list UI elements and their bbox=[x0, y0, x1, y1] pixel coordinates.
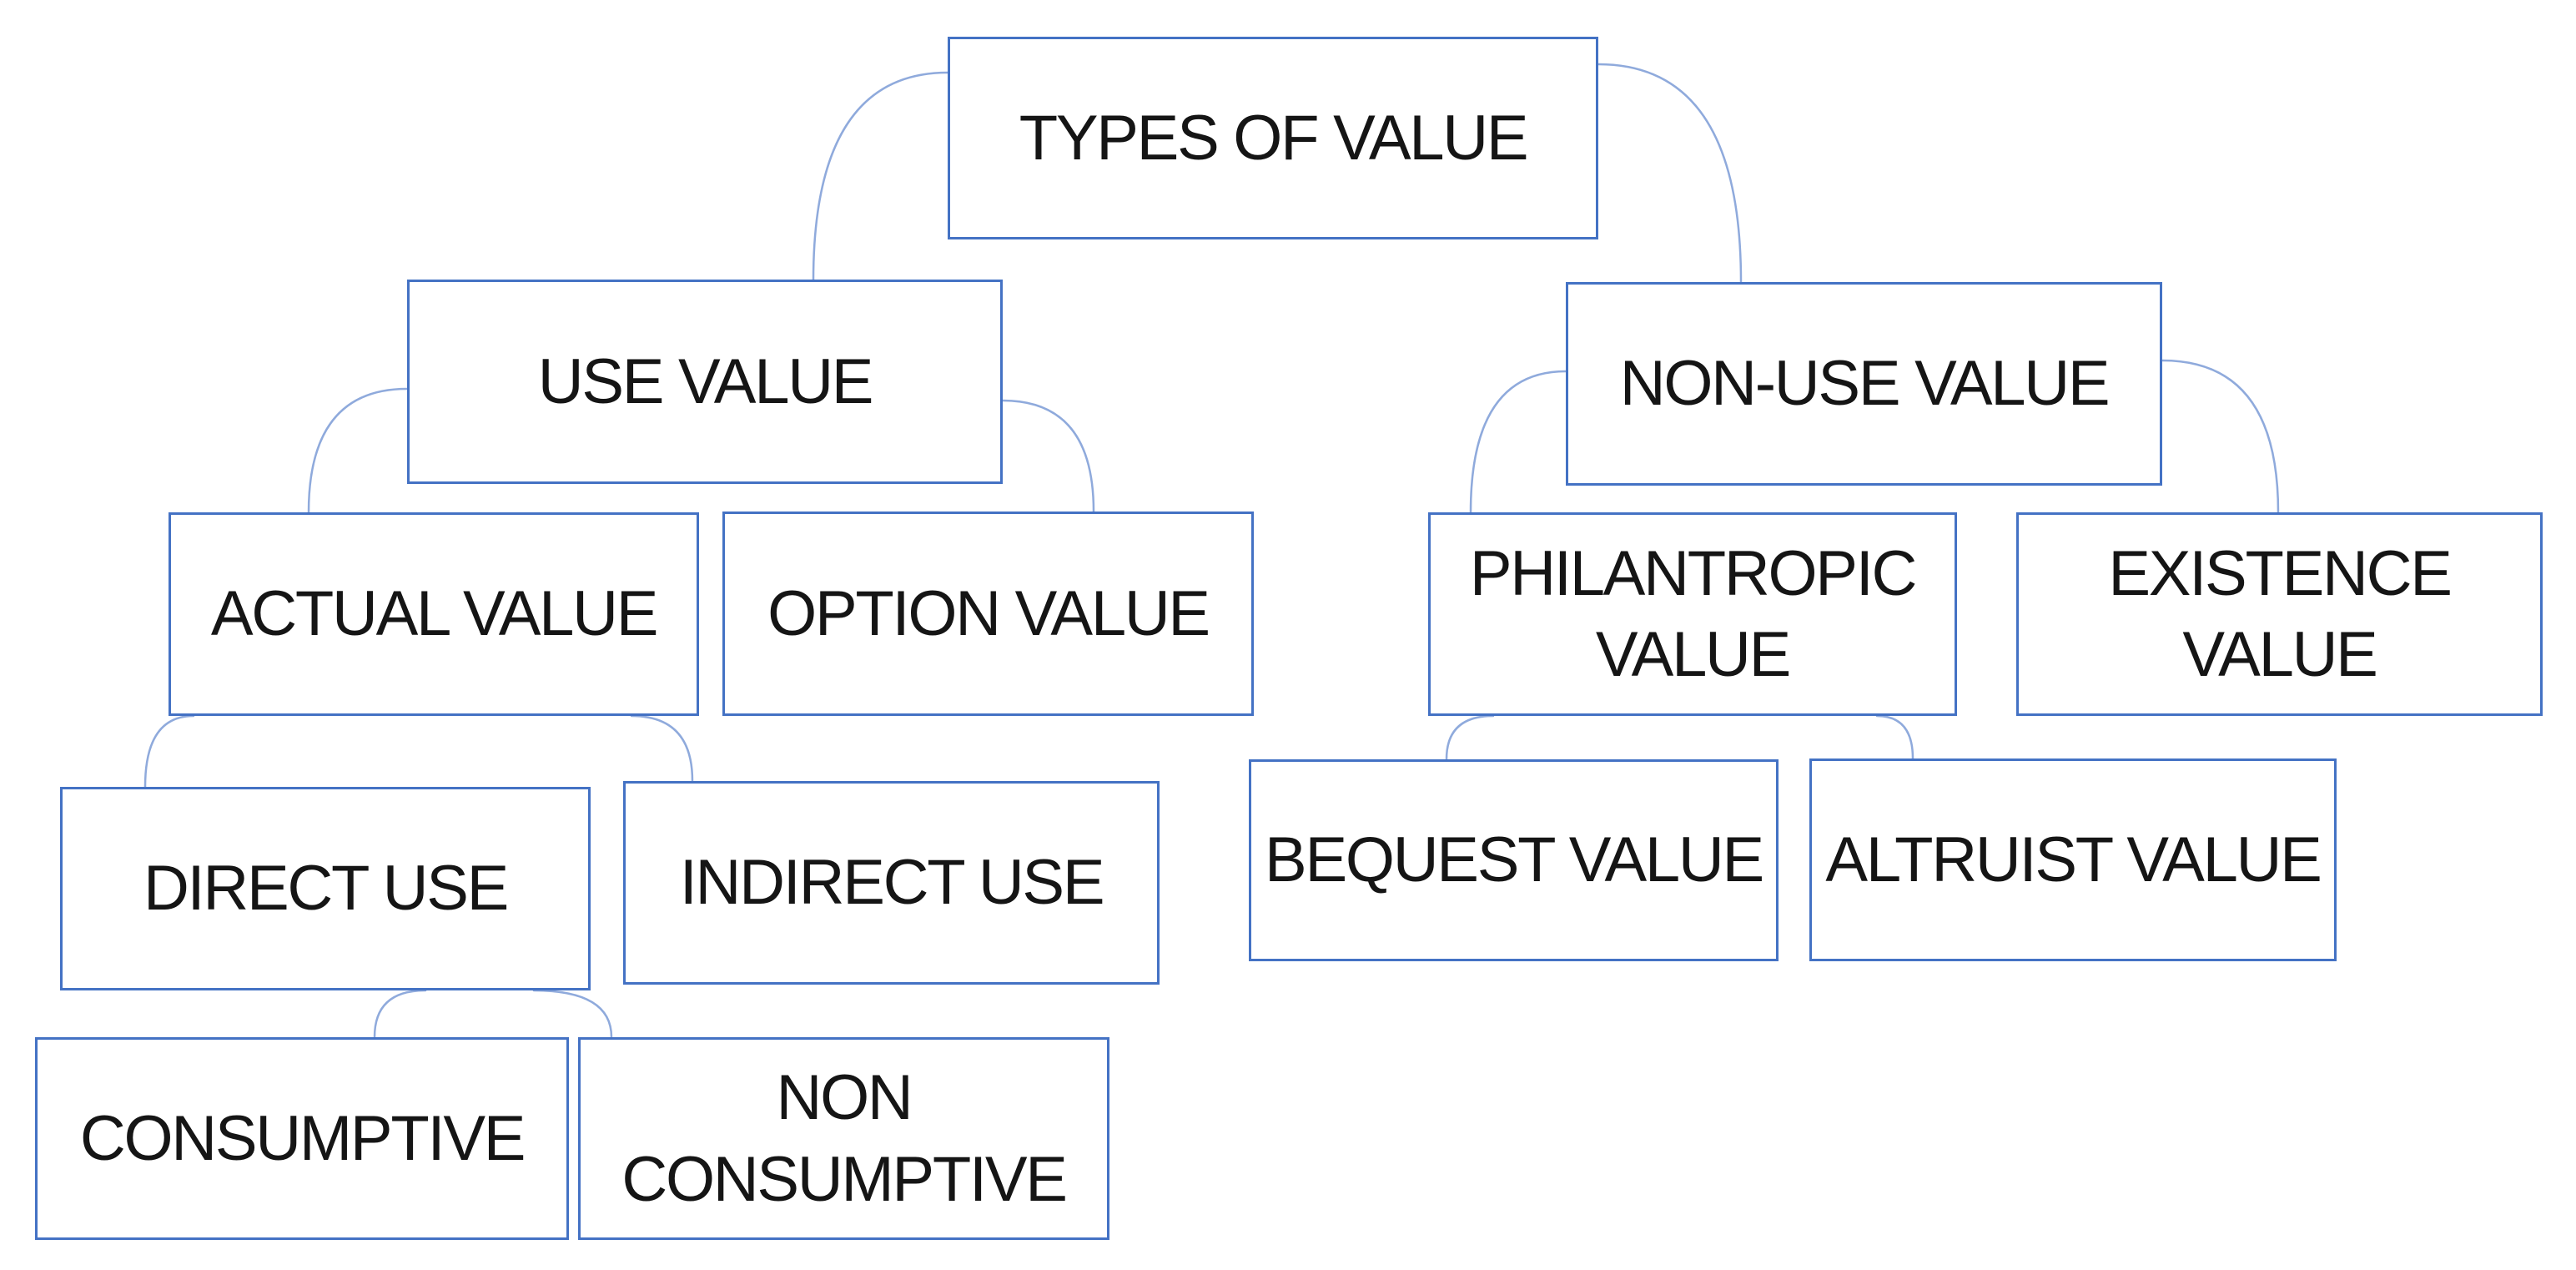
connector-philantropic-value-to-altruist-value bbox=[1875, 714, 1914, 760]
node-actual-value: ACTUAL VALUE bbox=[169, 512, 699, 716]
connector-types-of-value-to-use-value bbox=[812, 71, 949, 282]
node-label-bequest-value: BEQUEST VALUE bbox=[1265, 824, 1764, 896]
node-label-philantropic-value: PHILANTROPIC VALUE bbox=[1469, 537, 1918, 690]
node-label-non-use-value: NON-USE VALUE bbox=[1619, 348, 2111, 420]
node-consumptive: CONSUMPTIVE bbox=[35, 1037, 569, 1240]
node-label-actual-value: ACTUAL VALUE bbox=[210, 578, 659, 650]
node-label-indirect-use: INDIRECT USE bbox=[679, 847, 1105, 919]
node-philantropic-value: PHILANTROPIC VALUE bbox=[1428, 512, 1957, 716]
node-types-of-value: TYPES OF VALUE bbox=[948, 37, 1598, 239]
node-altruist-value: ALTRUIST VALUE bbox=[1809, 758, 2337, 961]
node-use-value: USE VALUE bbox=[407, 280, 1003, 484]
node-label-direct-use: DIRECT USE bbox=[143, 853, 509, 925]
node-label-types-of-value: TYPES OF VALUE bbox=[1019, 102, 1529, 174]
connector-philantropic-value-to-bequest-value bbox=[1445, 714, 1495, 761]
node-bequest-value: BEQUEST VALUE bbox=[1249, 759, 1779, 961]
connector-non-use-value-to-philantropic-value bbox=[1469, 370, 1567, 514]
node-non-use-value: NON-USE VALUE bbox=[1566, 282, 2162, 486]
node-direct-use: DIRECT USE bbox=[60, 787, 591, 990]
connector-use-value-to-actual-value bbox=[307, 387, 409, 514]
node-label-use-value: USE VALUE bbox=[537, 345, 874, 417]
connector-types-of-value-to-non-use-value bbox=[1597, 63, 1743, 284]
node-label-consumptive: CONSUMPTIVE bbox=[79, 1102, 526, 1174]
connector-actual-value-to-direct-use bbox=[143, 714, 195, 789]
node-label-existence-value: EXISTENCE VALUE bbox=[2108, 537, 2453, 690]
node-non-consumptive: NON CONSUMPTIVE bbox=[578, 1037, 1109, 1240]
connector-direct-use-to-consumptive bbox=[373, 989, 427, 1039]
connector-non-use-value-to-existence-value bbox=[2161, 359, 2280, 514]
connector-use-value-to-option-value bbox=[1001, 399, 1095, 513]
connector-actual-value-to-indirect-use bbox=[630, 714, 694, 783]
node-label-option-value: OPTION VALUE bbox=[767, 577, 1210, 649]
node-option-value: OPTION VALUE bbox=[722, 512, 1254, 716]
node-label-non-consumptive: NON CONSUMPTIVE bbox=[621, 1062, 1068, 1215]
connector-direct-use-to-non-consumptive bbox=[532, 989, 613, 1039]
node-indirect-use: INDIRECT USE bbox=[623, 781, 1160, 985]
node-existence-value: EXISTENCE VALUE bbox=[2016, 512, 2543, 716]
node-label-altruist-value: ALTRUIST VALUE bbox=[1825, 824, 2322, 895]
